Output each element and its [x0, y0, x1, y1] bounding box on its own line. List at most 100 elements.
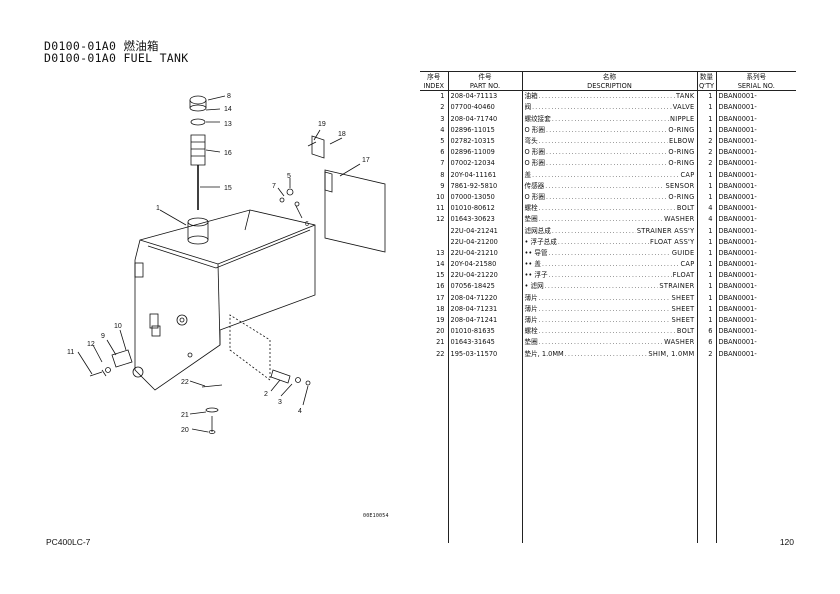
description-en: WASHER: [664, 338, 695, 347]
cell-serial-no: DBAN0001-: [718, 316, 757, 325]
cell-description: 薄片......................................…: [522, 303, 698, 315]
cell-serial-no: DBAN0001-: [718, 159, 757, 168]
cell-description: 垫圈......................................…: [522, 337, 698, 349]
cell-qty: 2: [697, 158, 717, 170]
description-en: FLOAT ASS'Y: [650, 237, 695, 246]
cell-description: O 形圈....................................…: [522, 191, 698, 204]
cell-part-no: 20Y-04-11161: [448, 169, 523, 181]
cell-qty: 2: [697, 147, 717, 159]
cell-part-no: 22U-04-21210: [448, 247, 523, 259]
cell-description: 弯头......................................…: [522, 135, 698, 148]
cell-part-no: 208-04-71113: [448, 90, 523, 103]
description-en: TANK: [676, 92, 695, 101]
cell-description: 螺纹接套....................................…: [522, 113, 698, 125]
callout-label: 18: [338, 131, 346, 138]
cell-index: [420, 236, 449, 248]
cell-part-no: 02896-11015: [448, 124, 523, 136]
description-cn: 传感器: [524, 181, 545, 190]
description-cn: 弯头: [524, 137, 538, 146]
cell-serial-no: DBAN0001-: [718, 92, 757, 101]
page-number: 120: [779, 537, 794, 547]
callout-label: 16: [224, 150, 232, 157]
cell-part-no: 02896-11009: [448, 147, 523, 159]
cell-qty: 1: [697, 270, 717, 282]
description-en: CAP: [680, 260, 695, 269]
cell-description: •• 盖....................................…: [522, 259, 698, 271]
table-filler-row: [420, 359, 796, 543]
cell-part-no: 20Y-04-21580: [448, 259, 523, 271]
callout-label: 15: [224, 185, 232, 192]
cell-qty: 4: [697, 203, 717, 215]
cell-part-no: 07056-18425: [448, 281, 523, 293]
cell-serial-no: DBAN0001-: [718, 248, 757, 257]
cell-part-no: 208-04-71740: [448, 113, 523, 125]
cell-index: 12: [420, 214, 449, 226]
cell-index: 20: [420, 326, 449, 338]
cell-serial-no: DBAN0001-: [718, 148, 757, 157]
description-en: GUIDE: [671, 248, 695, 257]
cell-qty: 1: [697, 281, 717, 293]
cell-description: O 形圈....................................…: [522, 124, 698, 136]
description-cn: •• 盖: [524, 260, 541, 269]
cell-index: 6: [420, 147, 449, 159]
cell-description: 垫片, 1.0MM...............................…: [522, 348, 698, 360]
cell-index: 4: [420, 124, 449, 136]
cell-description: 阀.......................................…: [522, 102, 698, 114]
cell-serial-no: DBAN0001-: [718, 114, 757, 123]
callout-label: 14: [224, 106, 232, 113]
callout-label: 6: [305, 221, 309, 228]
cell-description: 薄片......................................…: [522, 314, 698, 327]
cell-part-no: 195-03-11570: [448, 348, 523, 360]
callout-label: 17: [362, 157, 370, 164]
callout-label: 7: [272, 183, 276, 190]
cell-index: 21: [420, 337, 449, 349]
description-cn: 盖: [524, 170, 532, 179]
drawing-number: 00E10054: [363, 513, 389, 519]
cell-serial-no: DBAN0001-: [718, 103, 757, 112]
cell-serial-no: DBAN0001-: [718, 282, 757, 291]
description-cn: 油箱: [524, 92, 538, 101]
cell-qty: 4: [697, 214, 717, 226]
cell-part-no: 22U-04-21200: [448, 236, 523, 248]
description-en: STRAINER: [659, 282, 695, 291]
description-en: FLOAT: [672, 271, 695, 280]
cell-description: 传感器.....................................…: [522, 180, 698, 192]
cell-qty: 1: [697, 124, 717, 136]
cell-part-no: 01010-81635: [448, 326, 523, 338]
description-en: STRAINER ASS'Y: [636, 226, 695, 235]
cell-qty: 1: [697, 90, 717, 103]
cell-index: 7: [420, 158, 449, 170]
description-cn: 螺栓: [524, 204, 538, 213]
callout-label: 11: [67, 349, 74, 356]
cell-description: 滤网总成....................................…: [522, 225, 698, 237]
description-en: SHEET: [671, 316, 695, 325]
tank-body: [134, 209, 316, 391]
cell-serial-no: DBAN0001-: [718, 192, 757, 201]
cell-serial-no: DBAN0001-: [718, 181, 757, 190]
cell-part-no: 07002-12034: [448, 158, 523, 170]
description-en: SENSOR: [665, 181, 695, 190]
description-cn: 垫圈: [524, 215, 538, 224]
cell-serial-no: DBAN0001-: [718, 137, 757, 146]
cell-serial-no: DBAN0001-: [718, 226, 757, 235]
page-title-en: D0100-01A0 FUEL TANK: [44, 51, 189, 65]
description-cn: 薄片: [524, 316, 538, 325]
description-en: SHEET: [671, 304, 695, 313]
callout-label: 1: [156, 205, 160, 212]
description-cn: •• 浮子: [524, 271, 548, 280]
cell-qty: 2: [697, 135, 717, 148]
description-cn: • 浮子总成: [524, 237, 557, 246]
cell-index: 13: [420, 247, 449, 259]
description-en: O-RING: [668, 192, 695, 201]
cell-serial-no: DBAN0001-: [718, 237, 757, 246]
